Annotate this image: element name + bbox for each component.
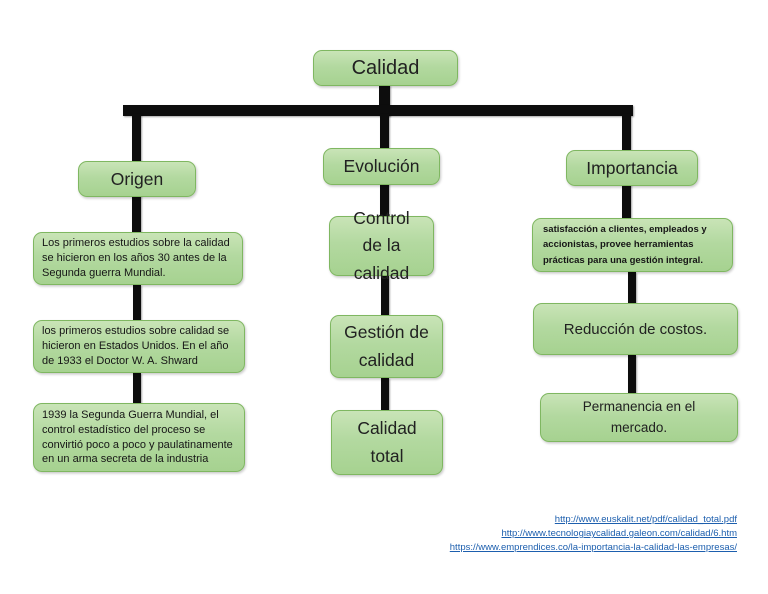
importancia-note-1-text: satisfacción a clientes, empleados y acc… — [543, 224, 707, 266]
origen-note-3-text: 1939 la Segunda Guerra Mundial, el contr… — [42, 409, 233, 466]
evolucion-stage-3-label: Calidad total — [357, 418, 417, 466]
connector-origen-seg-2 — [133, 373, 141, 403]
importancia-node-permanencia-mercado: Permanencia en el mercado. — [540, 393, 738, 442]
connector-importancia-seg-2 — [628, 355, 636, 393]
root-node-calidad: Calidad — [313, 50, 458, 86]
origen-note-1: Los primeros estudios sobre la calidad s… — [33, 232, 243, 285]
column-header-importancia: Importancia — [566, 150, 698, 186]
evolucion-stage-1-label: Control de la calidad — [353, 208, 410, 283]
column-header-origen: Origen — [78, 161, 196, 197]
root-node-label: Calidad — [351, 56, 420, 79]
evolucion-header-label: Evolución — [343, 156, 420, 176]
origen-note-1-text: Los primeros estudios sobre la calidad s… — [42, 237, 230, 279]
reference-links: http://www.euskalit.net/pdf/calidad_tota… — [450, 513, 737, 555]
evolucion-stage-gestion-de-calidad: Gestión de calidad — [330, 315, 443, 378]
connector-evolucion-seg-2 — [381, 378, 389, 410]
reference-link-2[interactable]: http://www.tecnologiaycalidad.galeon.com… — [501, 528, 737, 539]
reference-link-3[interactable]: https://www.emprendices.co/la-importanci… — [449, 542, 737, 553]
connector-importancia-seg-1 — [628, 272, 636, 303]
importancia-note-satisfaccion: satisfacción a clientes, empleados y acc… — [532, 218, 733, 272]
connector-evolucion-seg-1 — [381, 276, 389, 315]
origen-note-2: los primeros estudios sobre calidad se h… — [33, 320, 245, 373]
origen-note-3: 1939 la Segunda Guerra Mundial, el contr… — [33, 403, 245, 472]
origen-header-label: Origen — [110, 168, 164, 189]
importancia-node-reduccion-costos: Reducción de costos. — [533, 303, 738, 355]
importancia-node-3-label: Permanencia en el mercado. — [582, 399, 696, 435]
origen-note-2-text: los primeros estudios sobre calidad se h… — [42, 325, 230, 367]
importancia-node-2-label: Reducción de costos. — [563, 320, 708, 338]
evolucion-stage-2-label: Gestión de calidad — [344, 322, 429, 370]
connector-origen-seg-1 — [133, 285, 141, 320]
column-header-evolucion: Evolución — [323, 148, 440, 185]
evolucion-stage-control-de-la-calidad: Control de la calidad — [329, 208, 434, 283]
reference-link-1[interactable]: http://www.euskalit.net/pdf/calidad_tota… — [554, 514, 737, 525]
evolucion-stage-calidad-total: Calidad total — [331, 410, 443, 475]
connector-trunk — [379, 85, 390, 116]
connector-horizontal-bar — [123, 105, 633, 116]
importancia-header-label: Importancia — [586, 157, 678, 178]
